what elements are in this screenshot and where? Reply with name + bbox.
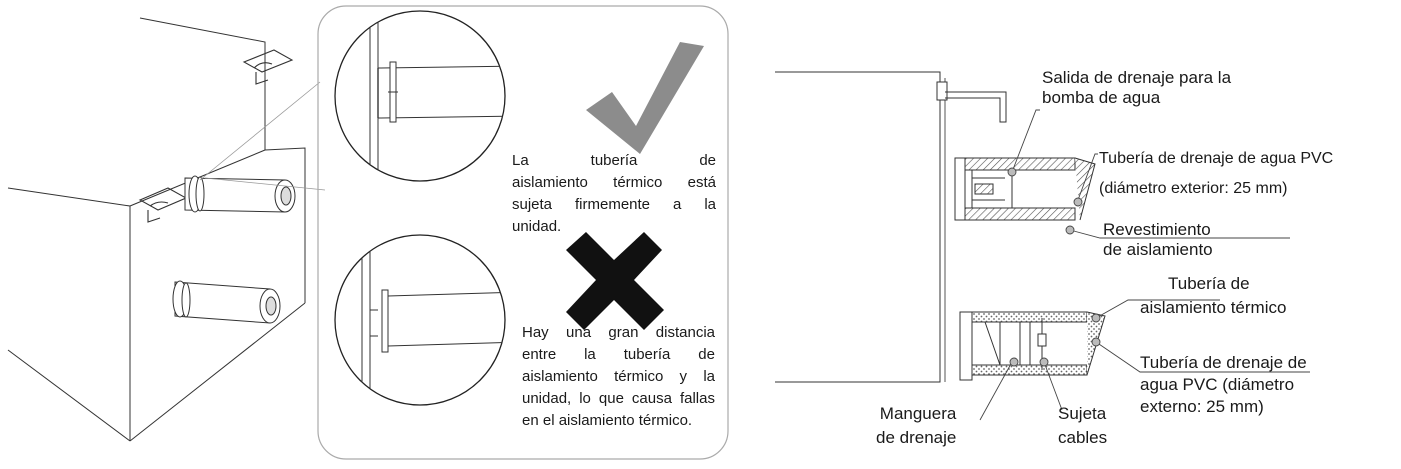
good-note-line: unidad. (512, 218, 562, 235)
magnifier-bad (334, 234, 506, 406)
label-line: de aislamiento (1103, 240, 1213, 259)
label-line: Revestimiento (1103, 220, 1211, 239)
bracket-top (242, 49, 294, 85)
label-line: agua PVC (diámetro (1140, 375, 1295, 394)
label-line: Salida de drenaje para la (1042, 68, 1232, 87)
label-insulation-pipe: Tubería de aislamiento térmico (1140, 272, 1286, 320)
label-line: externo: 25 mm) (1140, 397, 1264, 416)
bad-note-line: Hay una gran distancia (522, 324, 715, 341)
bad-note-line: entre la tubería de (522, 346, 715, 363)
unit-corner-block (936, 81, 948, 101)
label-pvc-pipe-b: Tubería de drenaje de agua PVC (diámetro… (1140, 352, 1307, 418)
leader-lines (979, 109, 1310, 421)
unit-side-line (264, 147, 306, 303)
magnifier-good (334, 10, 506, 182)
label-line: Manguera (879, 404, 957, 423)
label-pump-outlet: Salida de drenaje para la bomba de agua (1042, 68, 1231, 108)
cross-section-drawing (775, 71, 1106, 383)
x-mark-icon (566, 232, 664, 330)
upper-pipe (184, 175, 296, 213)
unit-left-bottom (7, 349, 131, 442)
label-line: bomba de agua (1042, 88, 1161, 107)
bad-note-line: unidad, lo que causa fallas (522, 390, 715, 407)
bad-note: Hay una gran distancia entre la tubería … (522, 322, 715, 432)
good-note-line: La tubería de (512, 152, 716, 169)
callout-lines (199, 81, 326, 191)
label-line: Tubería de drenaje de (1140, 353, 1307, 372)
bad-note-line: en el aislamiento térmico. (522, 412, 693, 429)
label-line: Tubería de drenaje de agua PVC (1099, 150, 1334, 167)
check-mark-icon (586, 42, 704, 154)
pump-outlet-pipe (945, 91, 1007, 123)
label-line: aislamiento térmico (1140, 298, 1287, 317)
callout-panel (317, 5, 729, 460)
good-note-line: sujeta firmemente a la (512, 196, 716, 213)
unit-outline-top (775, 71, 941, 383)
label-line: Sujeta (1058, 404, 1107, 423)
good-note-line: aislamiento térmico está (512, 174, 716, 191)
unit-top-edge (7, 187, 131, 207)
label-line: Tubería de (1168, 274, 1250, 293)
label-line: cables (1058, 428, 1108, 447)
label-cable-tie: Sujeta cables (1058, 402, 1107, 450)
lower-pipe (172, 280, 281, 324)
label-coating: Revestimiento de aislamiento (1103, 220, 1213, 260)
bracket-lower (138, 187, 188, 223)
unit-top-face (139, 17, 266, 150)
unit-bottom-edge (129, 302, 306, 442)
indoor-unit-drawing (7, 17, 306, 442)
label-line: de drenaje (876, 428, 957, 447)
label-line: (diámetro exterior: 25 mm) (1099, 180, 1288, 197)
bad-note-line: aislamiento térmico y la (522, 368, 715, 385)
good-note: La tubería de aislamiento térmico está s… (512, 150, 716, 238)
label-pvc-pipe: Tubería de drenaje de agua PVC (diámetro… (1099, 144, 1333, 204)
label-drain-hose: Manguera de drenaje (876, 402, 956, 450)
